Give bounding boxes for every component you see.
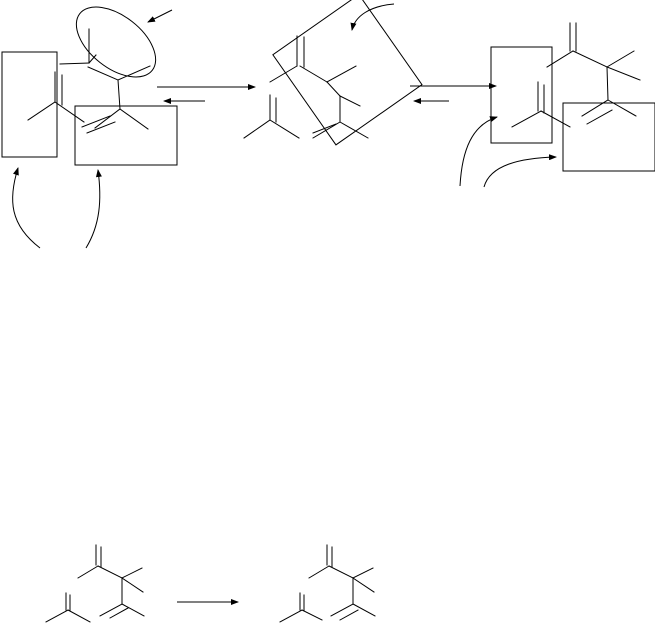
curved-arrow-right-1 (459, 116, 498, 187)
structure-left-tetraene (27, 28, 151, 134)
structure-bottom-reactant (45, 544, 145, 623)
structure-right-tetraene (511, 22, 641, 128)
highlight-box-right-1 (490, 46, 553, 144)
highlight-ellipse-left (75, 6, 157, 78)
highlight-box-left-1 (1, 51, 58, 158)
structure-middle-tetraene (243, 35, 369, 139)
highlight-box-middle (272, 0, 423, 146)
pointer-arrow-left-ellipse (147, 9, 173, 23)
curved-arrow-left-2 (85, 169, 102, 249)
curved-arrow-right-2 (483, 154, 557, 188)
structure-bottom-product (279, 544, 376, 623)
curved-arrow-left-1 (12, 167, 41, 249)
highlight-box-right-2 (562, 102, 655, 172)
highlight-box-left-2 (74, 105, 178, 166)
pointer-arrow-middle (350, 3, 395, 31)
